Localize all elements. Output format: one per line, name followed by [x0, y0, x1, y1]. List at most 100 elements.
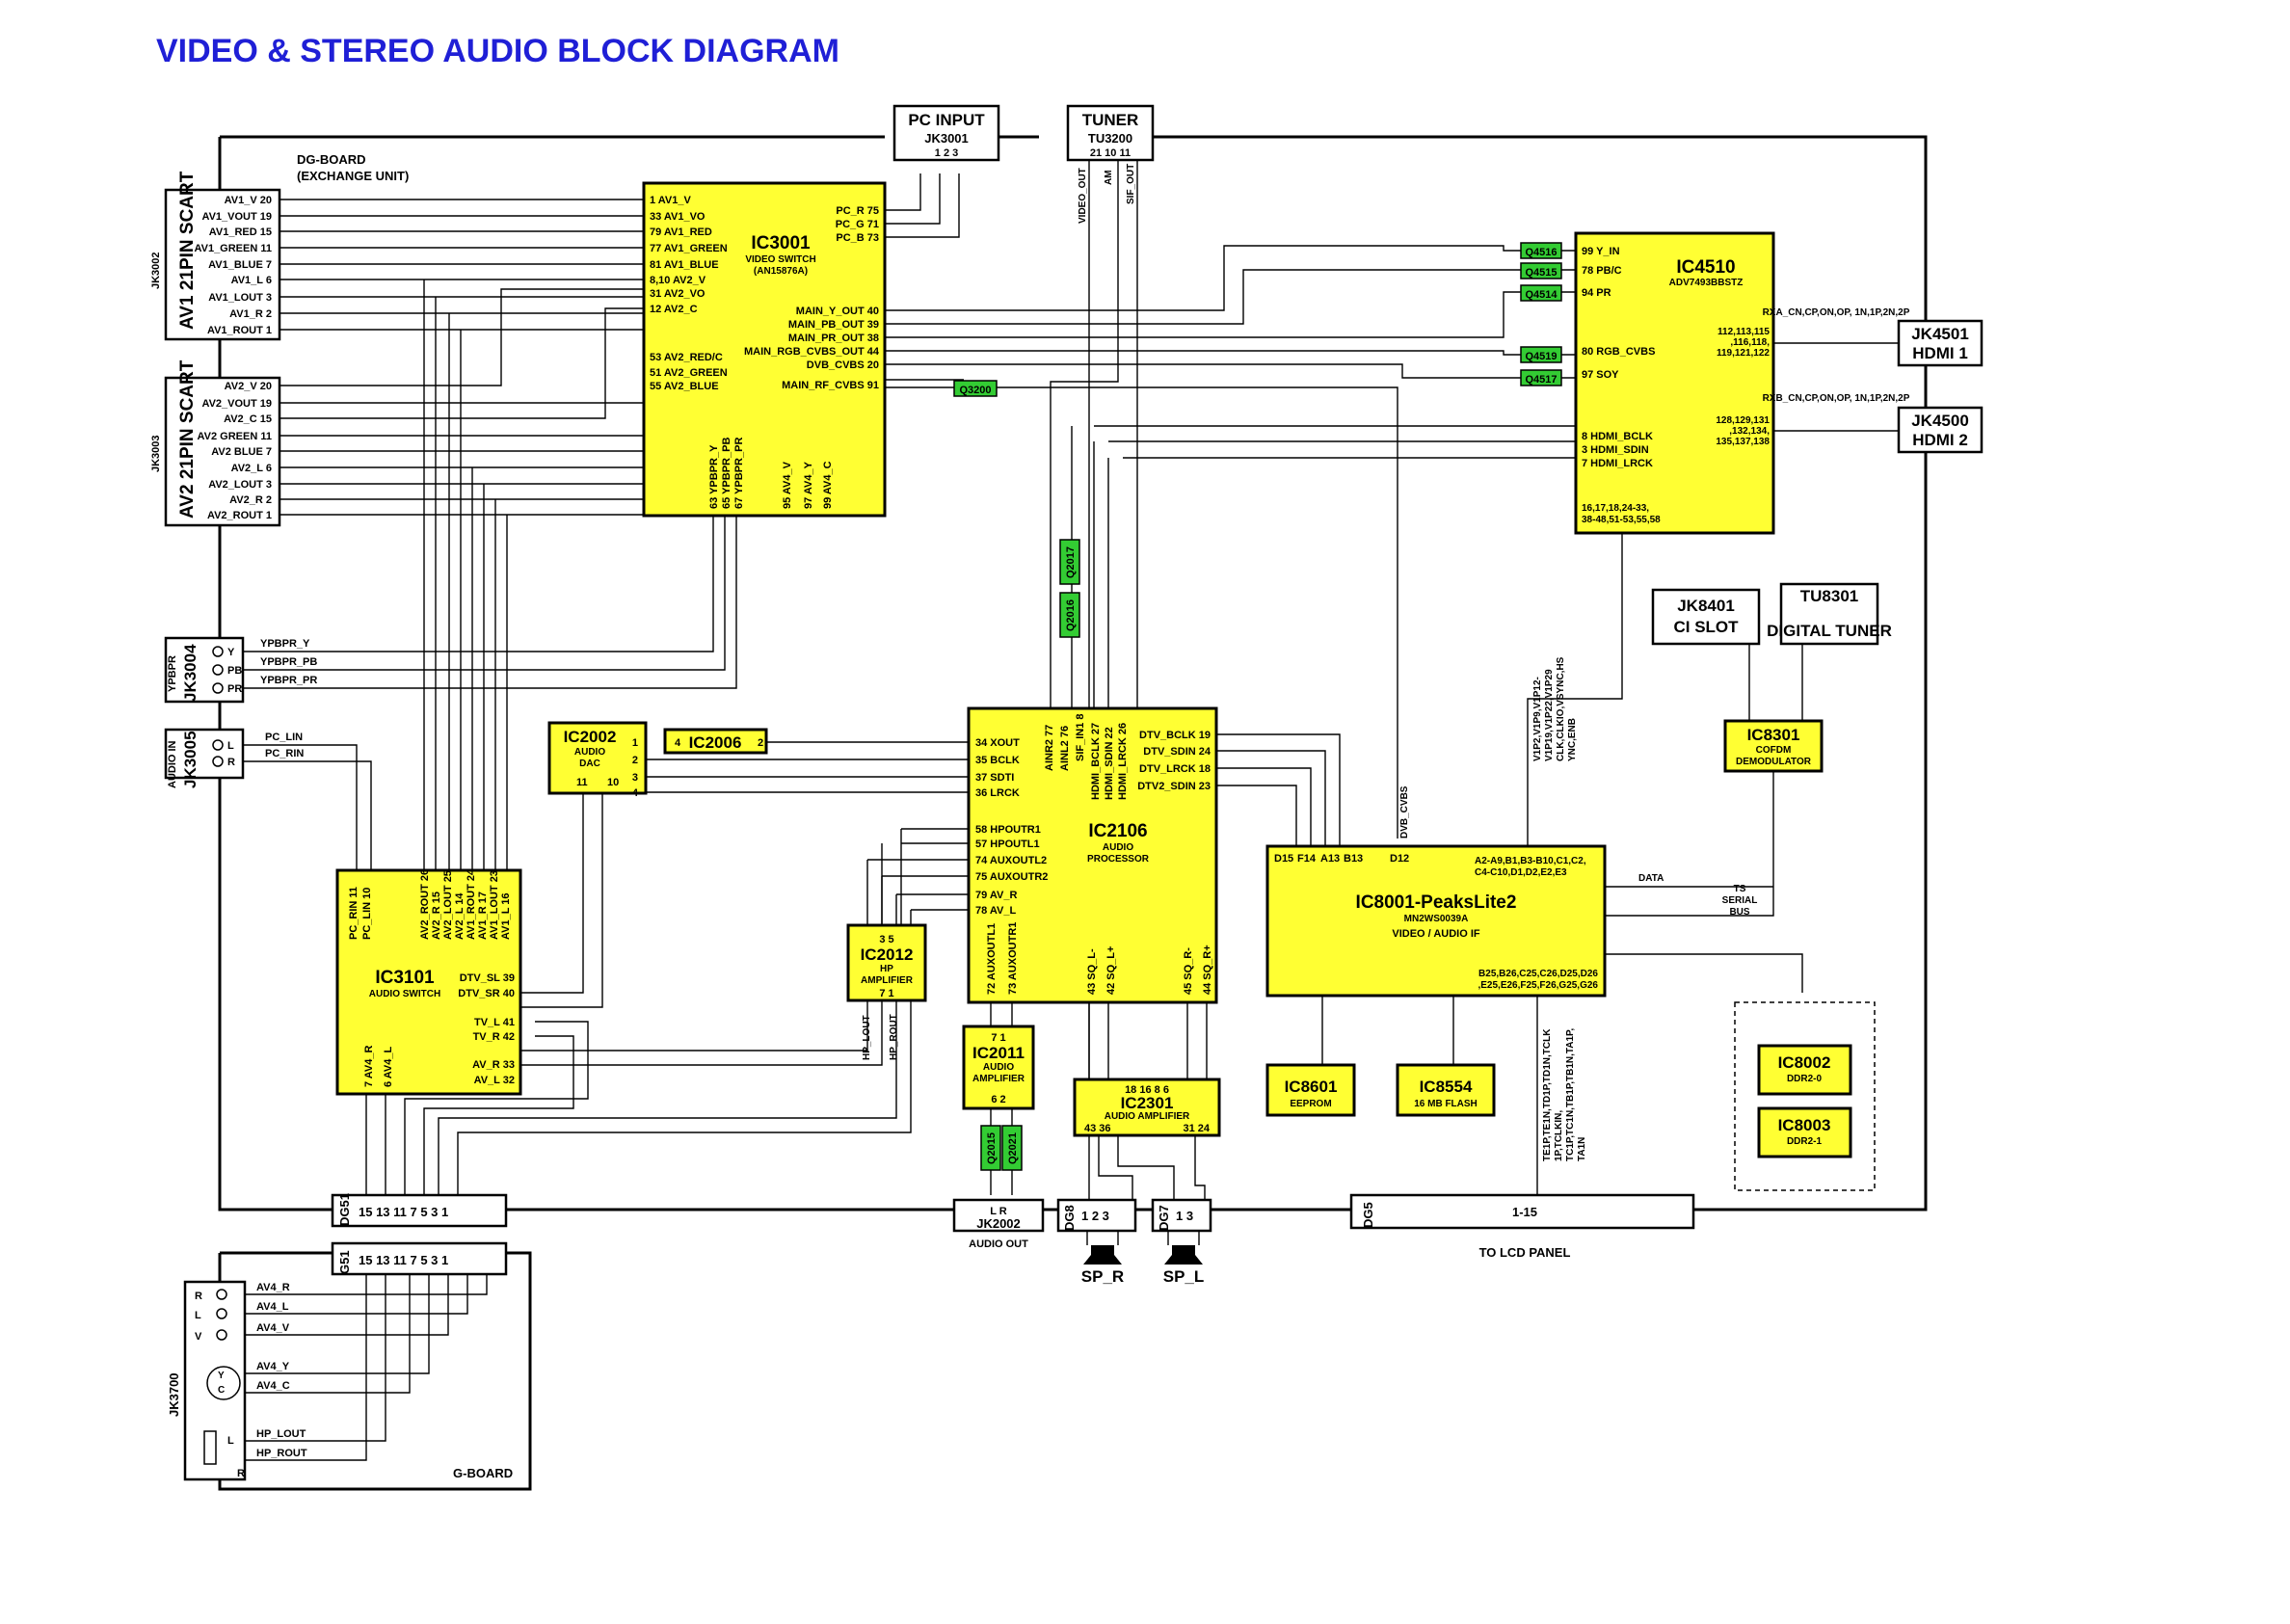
ic4510-pin-0: 99 Y_IN: [1582, 246, 1620, 257]
dg8-ref: DG8: [1062, 1205, 1077, 1231]
signal-av4-r: AV4_R: [256, 1282, 290, 1293]
ic2106-pin-l0: 34 XOUT: [975, 737, 1020, 749]
ic3001-pin-r6: MAIN_RGB_CVBS_OUT 44: [744, 346, 880, 358]
ic2301-bottom-right: 31 24: [1183, 1123, 1210, 1134]
ic3001-pin-r3: MAIN_Y_OUT 40: [796, 306, 879, 317]
ic8601-eeprom[interactable]: IC8601 EEPROM: [1265, 1063, 1356, 1117]
ic3001-pin-l3: 77 AV1_GREEN: [650, 243, 728, 254]
tu8301-digital-tuner[interactable]: TU8301 DIGITAL TUNER: [1767, 582, 1892, 646]
transistor-q3200: Q3200: [953, 380, 998, 397]
signal-av4-v: AV4_V: [256, 1322, 290, 1334]
dg51-pins: 15 13 11 7 5 3 1: [359, 1205, 448, 1219]
g51-ref: G51: [337, 1250, 352, 1274]
svg-text:Q4516: Q4516: [1525, 247, 1557, 258]
ic8003-ddr[interactable]: IC8003 DDR2-1: [1757, 1106, 1852, 1158]
dg5-connector[interactable]: DG5 1-15: [1349, 1193, 1695, 1230]
jk3003-pin-8: AV2_ROUT 1: [207, 510, 272, 521]
signal-pc-rin: PC_RIN: [265, 748, 304, 759]
ic2011-name: IC2011: [972, 1044, 1025, 1062]
signal-av4-l: AV4_L: [256, 1301, 289, 1313]
ic3101-name: IC3101: [375, 968, 435, 988]
ic3101-pin-r5: AV_L 32: [474, 1075, 515, 1086]
ic2012-top-pins: 3 5: [879, 934, 893, 945]
ic2006[interactable]: 4 IC2006 2: [663, 728, 768, 755]
ic8001-peakslite2[interactable]: IC8001-PeaksLite2 MN2WS0039A VIDEO / AUD…: [1265, 844, 1607, 998]
pc-input-connector[interactable]: PC INPUT JK3001 1 2 3: [892, 104, 1000, 162]
ic2106-audio-processor[interactable]: IC2106 AUDIO PROCESSOR 34 XOUT 35 BCLK 3…: [967, 706, 1218, 1004]
jk3004-pin-pr: PR: [227, 683, 242, 695]
ic8554-flash[interactable]: IC8554 16 MB FLASH: [1396, 1063, 1496, 1117]
ic3101-audio-switch[interactable]: IC3101 AUDIO SWITCH PC_RIN 11 PC_LIN 10 …: [335, 868, 522, 1096]
ic3001-pin-r1: PC_G 71: [836, 219, 879, 230]
ic2106-pin-t1: AINL2 76: [1059, 726, 1071, 771]
sp-l-label: SP_L: [1163, 1267, 1205, 1286]
ic3001-pin-b0: 63 YPBPR_Y: [708, 444, 720, 509]
ic2106-pin-t4: HDMI_SDIN 22: [1104, 727, 1115, 800]
g51-connector[interactable]: G51 15 13 11 7 5 3 1: [331, 1241, 508, 1276]
jk3002-title: AV1 21PIN SCART: [177, 171, 198, 330]
ic3001-pin-l4: 81 AV1_BLUE: [650, 259, 719, 271]
jk3005-audio-in[interactable]: JK3005 AUDIO IN L R: [164, 728, 245, 788]
lcd-bus-1: 1P,TCLKIN,: [1554, 1110, 1564, 1161]
audio-out-label: AUDIO OUT: [969, 1238, 1028, 1250]
dg51-connector[interactable]: DG51 15 13 11 7 5 3 1: [331, 1193, 508, 1228]
transistor-q4516: Q4516: [1520, 242, 1562, 259]
jk3003-pin-6: AV2_LOUT 3: [208, 479, 272, 491]
jk4501-ref: JK4501: [1911, 325, 1969, 343]
speaker-l: SP_L: [1163, 1231, 1205, 1286]
jk2002-audio-out[interactable]: L R JK2002: [952, 1198, 1045, 1233]
ic2002-pin-1: 1: [632, 737, 638, 749]
jk8401-ci-slot[interactable]: JK8401 CI SLOT: [1651, 588, 1761, 646]
tuner-connector[interactable]: TUNER TU3200 21 10 11: [1066, 104, 1155, 162]
speaker-icon: [1091, 1245, 1114, 1255]
ic4510-pin-5: 8 HDMI_BCLK: [1582, 431, 1653, 442]
jack-icon: [212, 756, 224, 767]
ic2106-pin-b1: 73 AUXOUTR1: [1007, 922, 1019, 995]
ic2011-desc: AUDIO: [983, 1062, 1014, 1073]
ic2002-audio-dac[interactable]: IC2002 AUDIO DAC 1 2 3 4 11 10: [547, 721, 648, 799]
dg-board-label: DG-BOARD: [297, 152, 366, 167]
ic3101-pin-r2: TV_L 41: [474, 1017, 515, 1028]
ic2011-audio-amplifier[interactable]: 7 1 IC2011 AUDIO AMPLIFIER 6 2: [962, 1025, 1035, 1110]
ic8001-part: MN2WS0039A: [1404, 914, 1469, 924]
ic4510-name: IC4510: [1676, 257, 1735, 278]
ddr-group: [1734, 1001, 1876, 1191]
jk3003-scart[interactable]: AV2 21PIN SCART JK3003 AV2_V 20 AV2_VOUT…: [150, 359, 281, 527]
dg8-connector[interactable]: DG8 1 2 3: [1056, 1198, 1137, 1233]
ic2301-audio-amplifier[interactable]: 18 16 8 6 IC2301 AUDIO AMPLIFIER 43 36 3…: [1073, 1078, 1221, 1137]
jk3700-pin-hp-r: R: [237, 1468, 245, 1479]
jk8401-ref: JK8401: [1677, 597, 1735, 615]
jk3002-pin-5: AV1_L 6: [231, 275, 272, 286]
ic8554-desc: 16 MB FLASH: [1414, 1099, 1478, 1109]
ic2006-pin-2: 2: [758, 737, 763, 749]
tuner-pins: 21 10 11: [1090, 147, 1131, 159]
jk3004-ypbpr[interactable]: JK3004 YPBPR Y PB PR: [164, 636, 245, 704]
pc-input-title: PC INPUT: [908, 111, 985, 129]
jk3003-pin-1: AV2_VOUT 19: [201, 398, 272, 410]
jk3002-scart[interactable]: AV1 21PIN SCART JK3002 AV1_V 20 AV1_VOUT…: [150, 171, 281, 341]
dg7-connector[interactable]: DG7 1 3: [1151, 1198, 1212, 1233]
ic2301-top-pins: 18 16 8 6: [1125, 1084, 1169, 1096]
jk4500-hdmi2[interactable]: JK4500 HDMI 2: [1897, 406, 1984, 454]
ic8301-cofdm-demodulator[interactable]: IC8301 COFDM DEMODULATOR: [1723, 719, 1824, 773]
ic2106-pin-t3: HDMI_BCLK 27: [1090, 723, 1102, 800]
svg-text:Q2021: Q2021: [1007, 1132, 1019, 1164]
pc-input-ref: JK3001: [924, 131, 969, 146]
ic2012-hp-amplifier[interactable]: 3 5 IC2012 HP AMPLIFIER 7 1: [846, 923, 927, 1002]
ic2106-pin-t2: SIF_IN1 8: [1075, 713, 1086, 761]
ic3001-video-switch[interactable]: IC3001 VIDEO SWITCH (AN15876A) 1 AV1_V 3…: [642, 181, 887, 518]
ic3001-pin-l9: 51 AV2_GREEN: [650, 367, 728, 379]
ic2006-name: IC2006: [689, 733, 742, 752]
ic3101-pin-r4: AV_R 33: [472, 1059, 515, 1071]
jk4501-hdmi1[interactable]: JK4501 HDMI 1: [1897, 319, 1984, 367]
signal-pc-lin: PC_LIN: [265, 732, 303, 743]
jk3700-side-av[interactable]: JK3700 R L V Y C L R: [167, 1280, 247, 1481]
ic3001-pin-r0: PC_R 75: [836, 205, 879, 217]
ic8002-ddr[interactable]: IC8002 DDR2-0: [1757, 1044, 1852, 1096]
svg-text:Q2016: Q2016: [1065, 599, 1077, 631]
ic3001-pin-b3: 95 AV4_V: [782, 461, 793, 509]
jk4500-ref: JK4500: [1911, 412, 1969, 430]
ic2106-pin-l4: 58 HPOUTR1: [975, 824, 1041, 836]
ic4510-hdmi-receiver[interactable]: IC4510 ADV7493BBSTZ 99 Y_IN 78 PB/C 94 P…: [1574, 231, 1775, 535]
